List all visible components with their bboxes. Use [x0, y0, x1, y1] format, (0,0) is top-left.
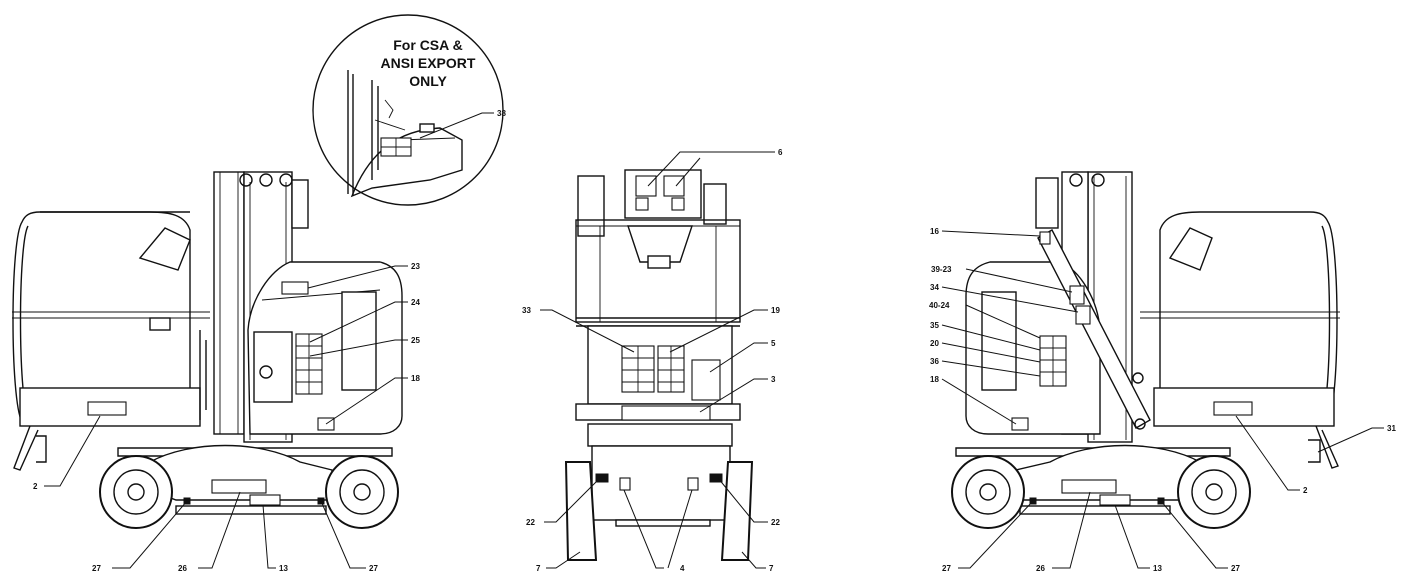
callout-39-23: 39-23 [931, 265, 952, 274]
decal-5 [691, 359, 721, 401]
decal-13-left [249, 494, 281, 506]
callout-27-left-a: 27 [92, 564, 101, 573]
callout-26-right: 26 [1036, 564, 1045, 573]
callout-25: 25 [411, 336, 420, 345]
callout-2-left: 2 [33, 482, 38, 491]
callout-31: 31 [1387, 424, 1396, 433]
left-side-view: 23 24 25 18 2 27 26 13 27 [12, 171, 420, 573]
decal-6-a [635, 175, 657, 197]
callout-23: 23 [411, 262, 420, 271]
decal-34 [1075, 305, 1091, 325]
inset-note-line-3: ONLY [409, 73, 447, 89]
callout-3: 3 [771, 375, 776, 384]
decal-4-a [619, 477, 631, 491]
inset-detail-circle: For CSA & ANSI EXPORT ONLY 38 [312, 14, 506, 206]
decal-4-b [687, 477, 699, 491]
callout-6: 6 [778, 148, 783, 157]
callout-27-right-a: 27 [942, 564, 951, 573]
callout-38: 38 [497, 109, 506, 118]
callout-24: 24 [411, 298, 420, 307]
callout-20: 20 [930, 339, 939, 348]
callout-7-left: 7 [536, 564, 541, 573]
callout-7-right: 7 [769, 564, 774, 573]
callout-35: 35 [930, 321, 939, 330]
callout-4: 4 [680, 564, 685, 573]
callout-2-right: 2 [1303, 486, 1308, 495]
right-side-view: 16 39-23 34 40-24 35 20 36 18 2 31 27 26… [929, 171, 1396, 573]
decal-18-right [1011, 417, 1029, 431]
callout-22-right: 22 [771, 518, 780, 527]
callout-18-left: 18 [411, 374, 420, 383]
inset-note-line-1: For CSA & [393, 37, 462, 53]
callout-36: 36 [930, 357, 939, 366]
decal-grid-35-20-36 [1039, 335, 1067, 387]
decal-26-left [211, 479, 267, 494]
callout-26-left: 26 [178, 564, 187, 573]
callout-16: 16 [930, 227, 939, 236]
decal-16 [1039, 231, 1051, 245]
decal-2-left [87, 401, 127, 416]
decal-39-23 [1069, 285, 1085, 305]
decal-grid-24-25 [295, 333, 323, 395]
callout-40-24: 40-24 [929, 301, 950, 310]
inset-machine-detail [347, 70, 463, 198]
callout-33: 33 [522, 306, 531, 315]
callout-27-left-b: 27 [369, 564, 378, 573]
callout-13-right: 13 [1153, 564, 1162, 573]
callout-22-left: 22 [526, 518, 535, 527]
callout-19: 19 [771, 306, 780, 315]
decal-26-right [1061, 479, 1117, 494]
decal-23-left [281, 281, 309, 295]
decal-2-right [1213, 401, 1253, 416]
callout-34: 34 [930, 283, 939, 292]
callout-5: 5 [771, 339, 776, 348]
callout-13-left: 13 [279, 564, 288, 573]
decal-13-right [1099, 494, 1131, 506]
decal-6-b [663, 175, 685, 197]
decal-grid-33-19 [621, 345, 685, 393]
callout-18-right: 18 [930, 375, 939, 384]
decal-3 [621, 405, 711, 421]
inset-note-line-2: ANSI EXPORT [381, 55, 476, 71]
callout-27-right-b: 27 [1231, 564, 1240, 573]
front-view: 6 33 19 5 3 22 22 7 4 7 [522, 148, 783, 573]
